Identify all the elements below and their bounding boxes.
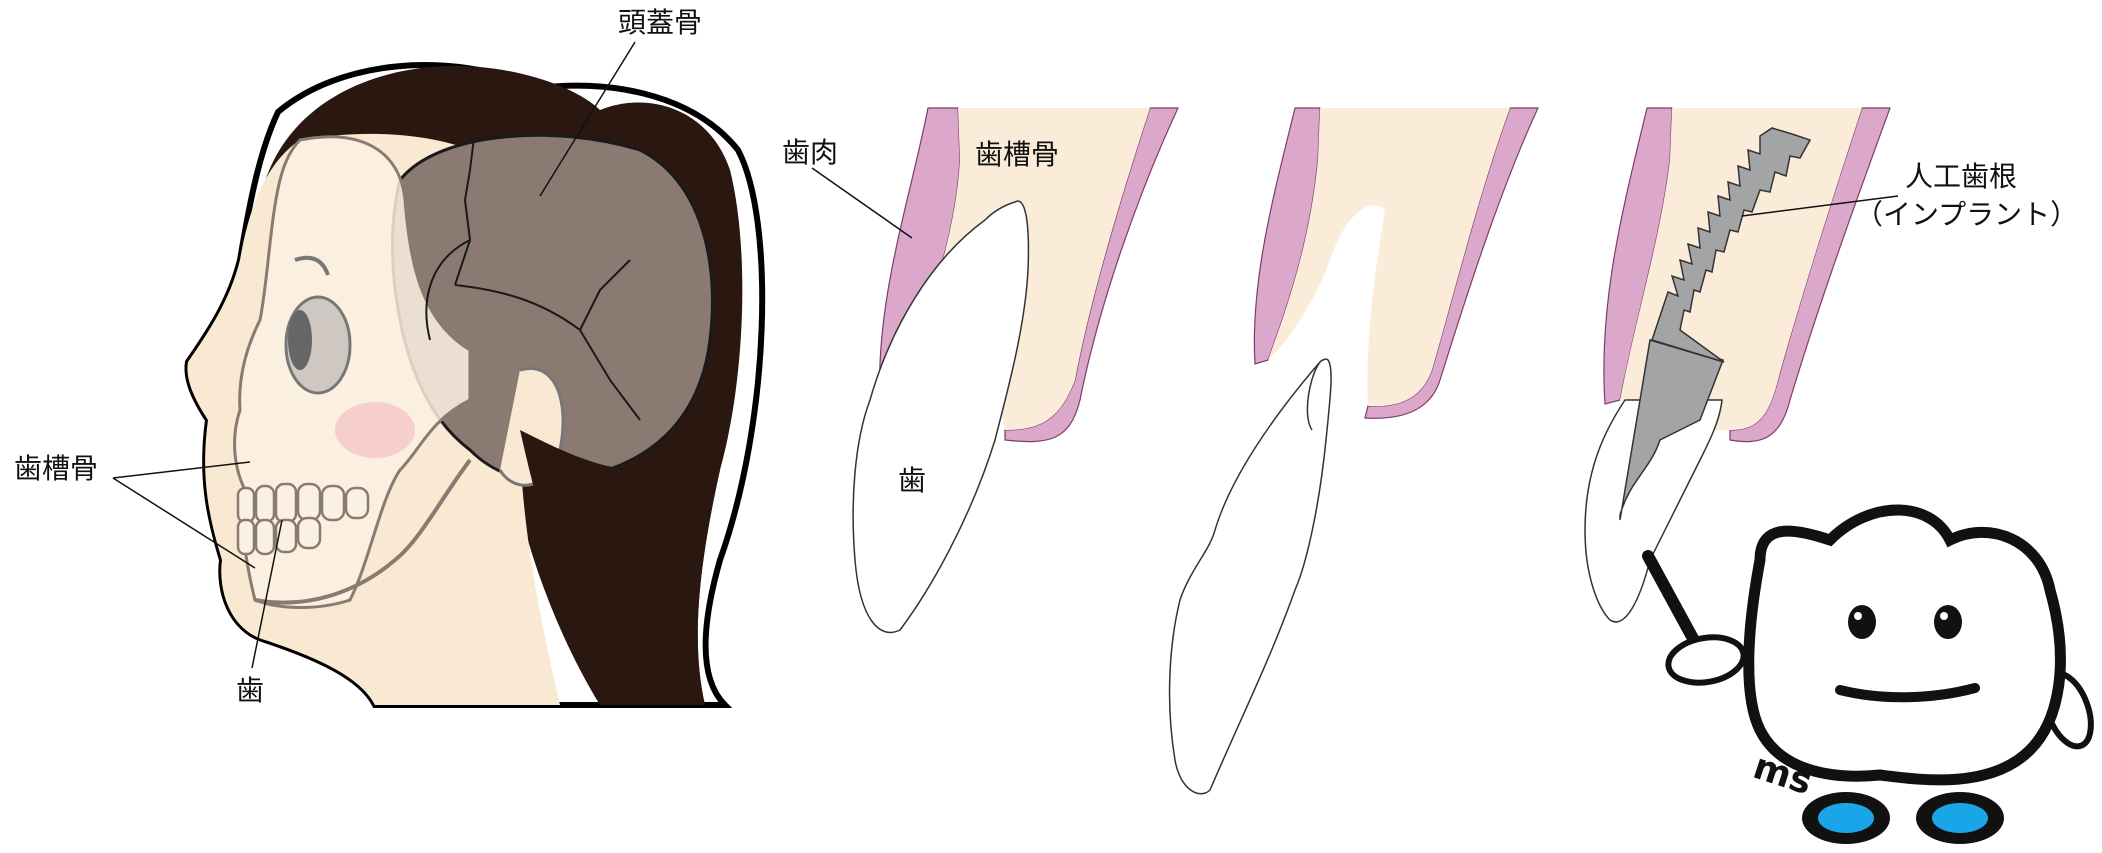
gum-panel2 [1253,107,1539,419]
leader-skull [539,41,636,197]
cheek-blush [335,402,415,458]
panel-natural-tooth [852,107,1179,634]
label-alveolar-bone-panel: 歯槽骨 [975,138,1059,171]
extracted-tooth [1168,358,1332,795]
mascot-smile [1835,683,1980,703]
leader-tooth-head [251,519,283,669]
mascot-hand-left [1665,634,1747,686]
mascot-body [1743,504,2066,786]
hair-back [520,430,720,705]
label-implant-line2: （インプラント） [1855,198,2078,231]
jaw-line [254,458,472,605]
bone-panel2 [1268,108,1510,407]
label-tooth-panel: 歯 [898,464,926,497]
panel-extracted-tooth [1168,107,1539,795]
skull-sutures [425,129,641,421]
eye [288,310,312,370]
label-alveolar-bone-head: 歯槽骨 [14,452,98,485]
tooth-panel1 [852,200,1030,634]
panel-implant [1584,107,1891,623]
implant-joint [1649,339,1725,363]
mascot-eye-right [1934,605,1962,639]
implant-abutment [1619,339,1724,521]
leader-gum [811,167,913,239]
label-gum: 歯肉 [782,136,838,169]
mascot: ms [1642,504,2094,844]
leader-alveolar-2 [112,477,256,569]
head-labels: 頭蓋骨 歯槽骨 歯 [14,6,702,707]
leader-implant [1741,195,1899,217]
implant-fixture [1651,127,1812,363]
crown-panel3 [1584,399,1723,623]
label-skull: 頭蓋骨 [618,6,702,39]
label-implant-line1: 人工歯根 [1905,160,2017,193]
head-illustration [184,62,766,708]
leader-alveolar-1 [112,461,251,479]
mascot-eye-left [1848,605,1876,639]
eyebrow [294,255,330,276]
label-tooth-head: 歯 [236,674,264,707]
gum-panel3 [1603,107,1891,443]
